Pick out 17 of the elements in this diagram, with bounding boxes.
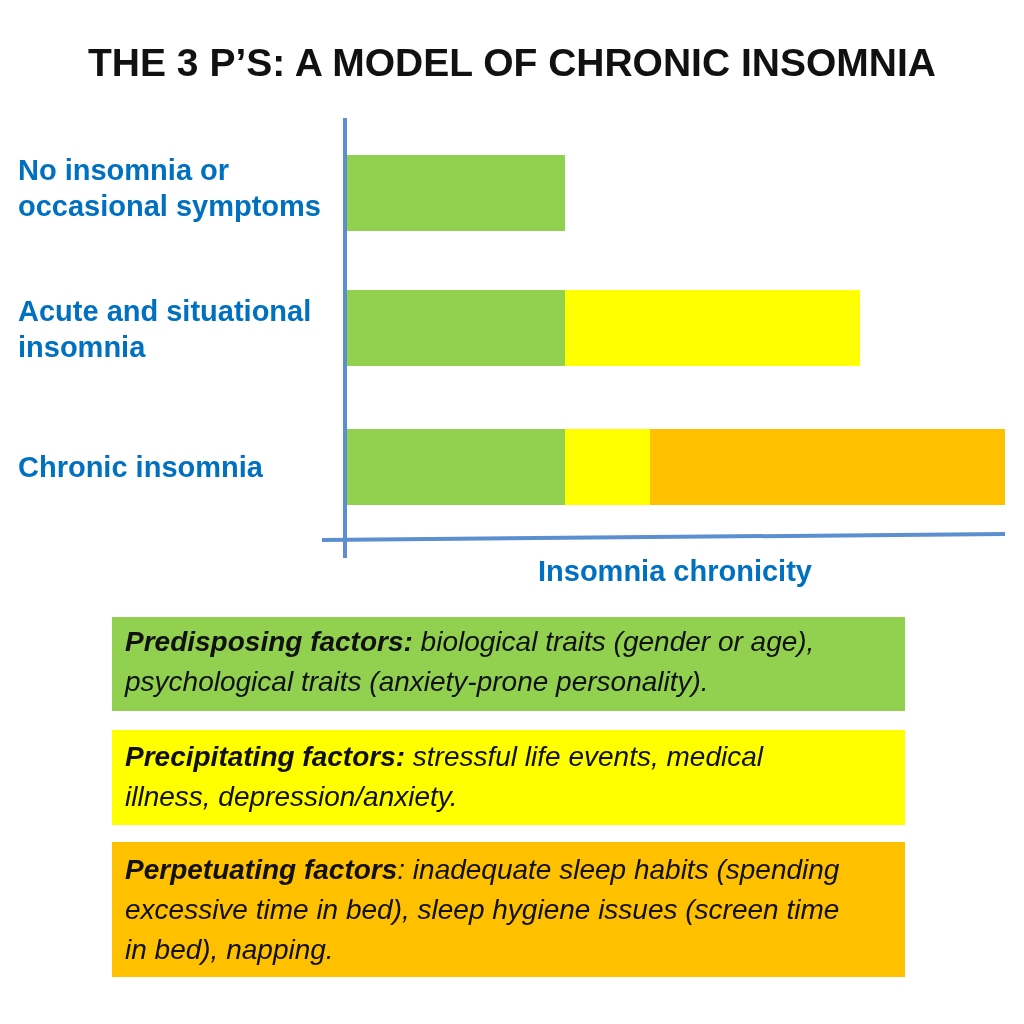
factor-box [112, 842, 905, 977]
bar-segment [347, 429, 565, 505]
title: THE 3 P’S: A MODEL OF CHRONIC INSOMNIA [87, 40, 937, 86]
factor-description: Perpetuating factors: inadequate sleep habits (spending excessive time in bed), sleep hygiene issues (screen time in bed), napping. [125, 853, 841, 967]
bar-segment [347, 155, 565, 231]
factor-description: Precipitating factors: stressful life events, medical illness, depression/anxiety. [125, 740, 765, 814]
category-label: Acute and situational insomnia [18, 295, 312, 363]
bar-segment [347, 290, 565, 366]
factor-box [112, 617, 905, 711]
bar-segment [565, 290, 860, 366]
factor-box [112, 730, 905, 825]
axis-title: Insomnia chronicity [538, 555, 812, 587]
category-label: Chronic insomnia [18, 451, 263, 483]
bar-segment [650, 429, 1005, 505]
bar-segment [565, 429, 650, 505]
category-label: No insomnia or occasional symptoms [18, 154, 321, 222]
factor-description: Predisposing factors: biological traits (gender or age), psychological traits (anxiety-prone personality). [125, 625, 816, 699]
